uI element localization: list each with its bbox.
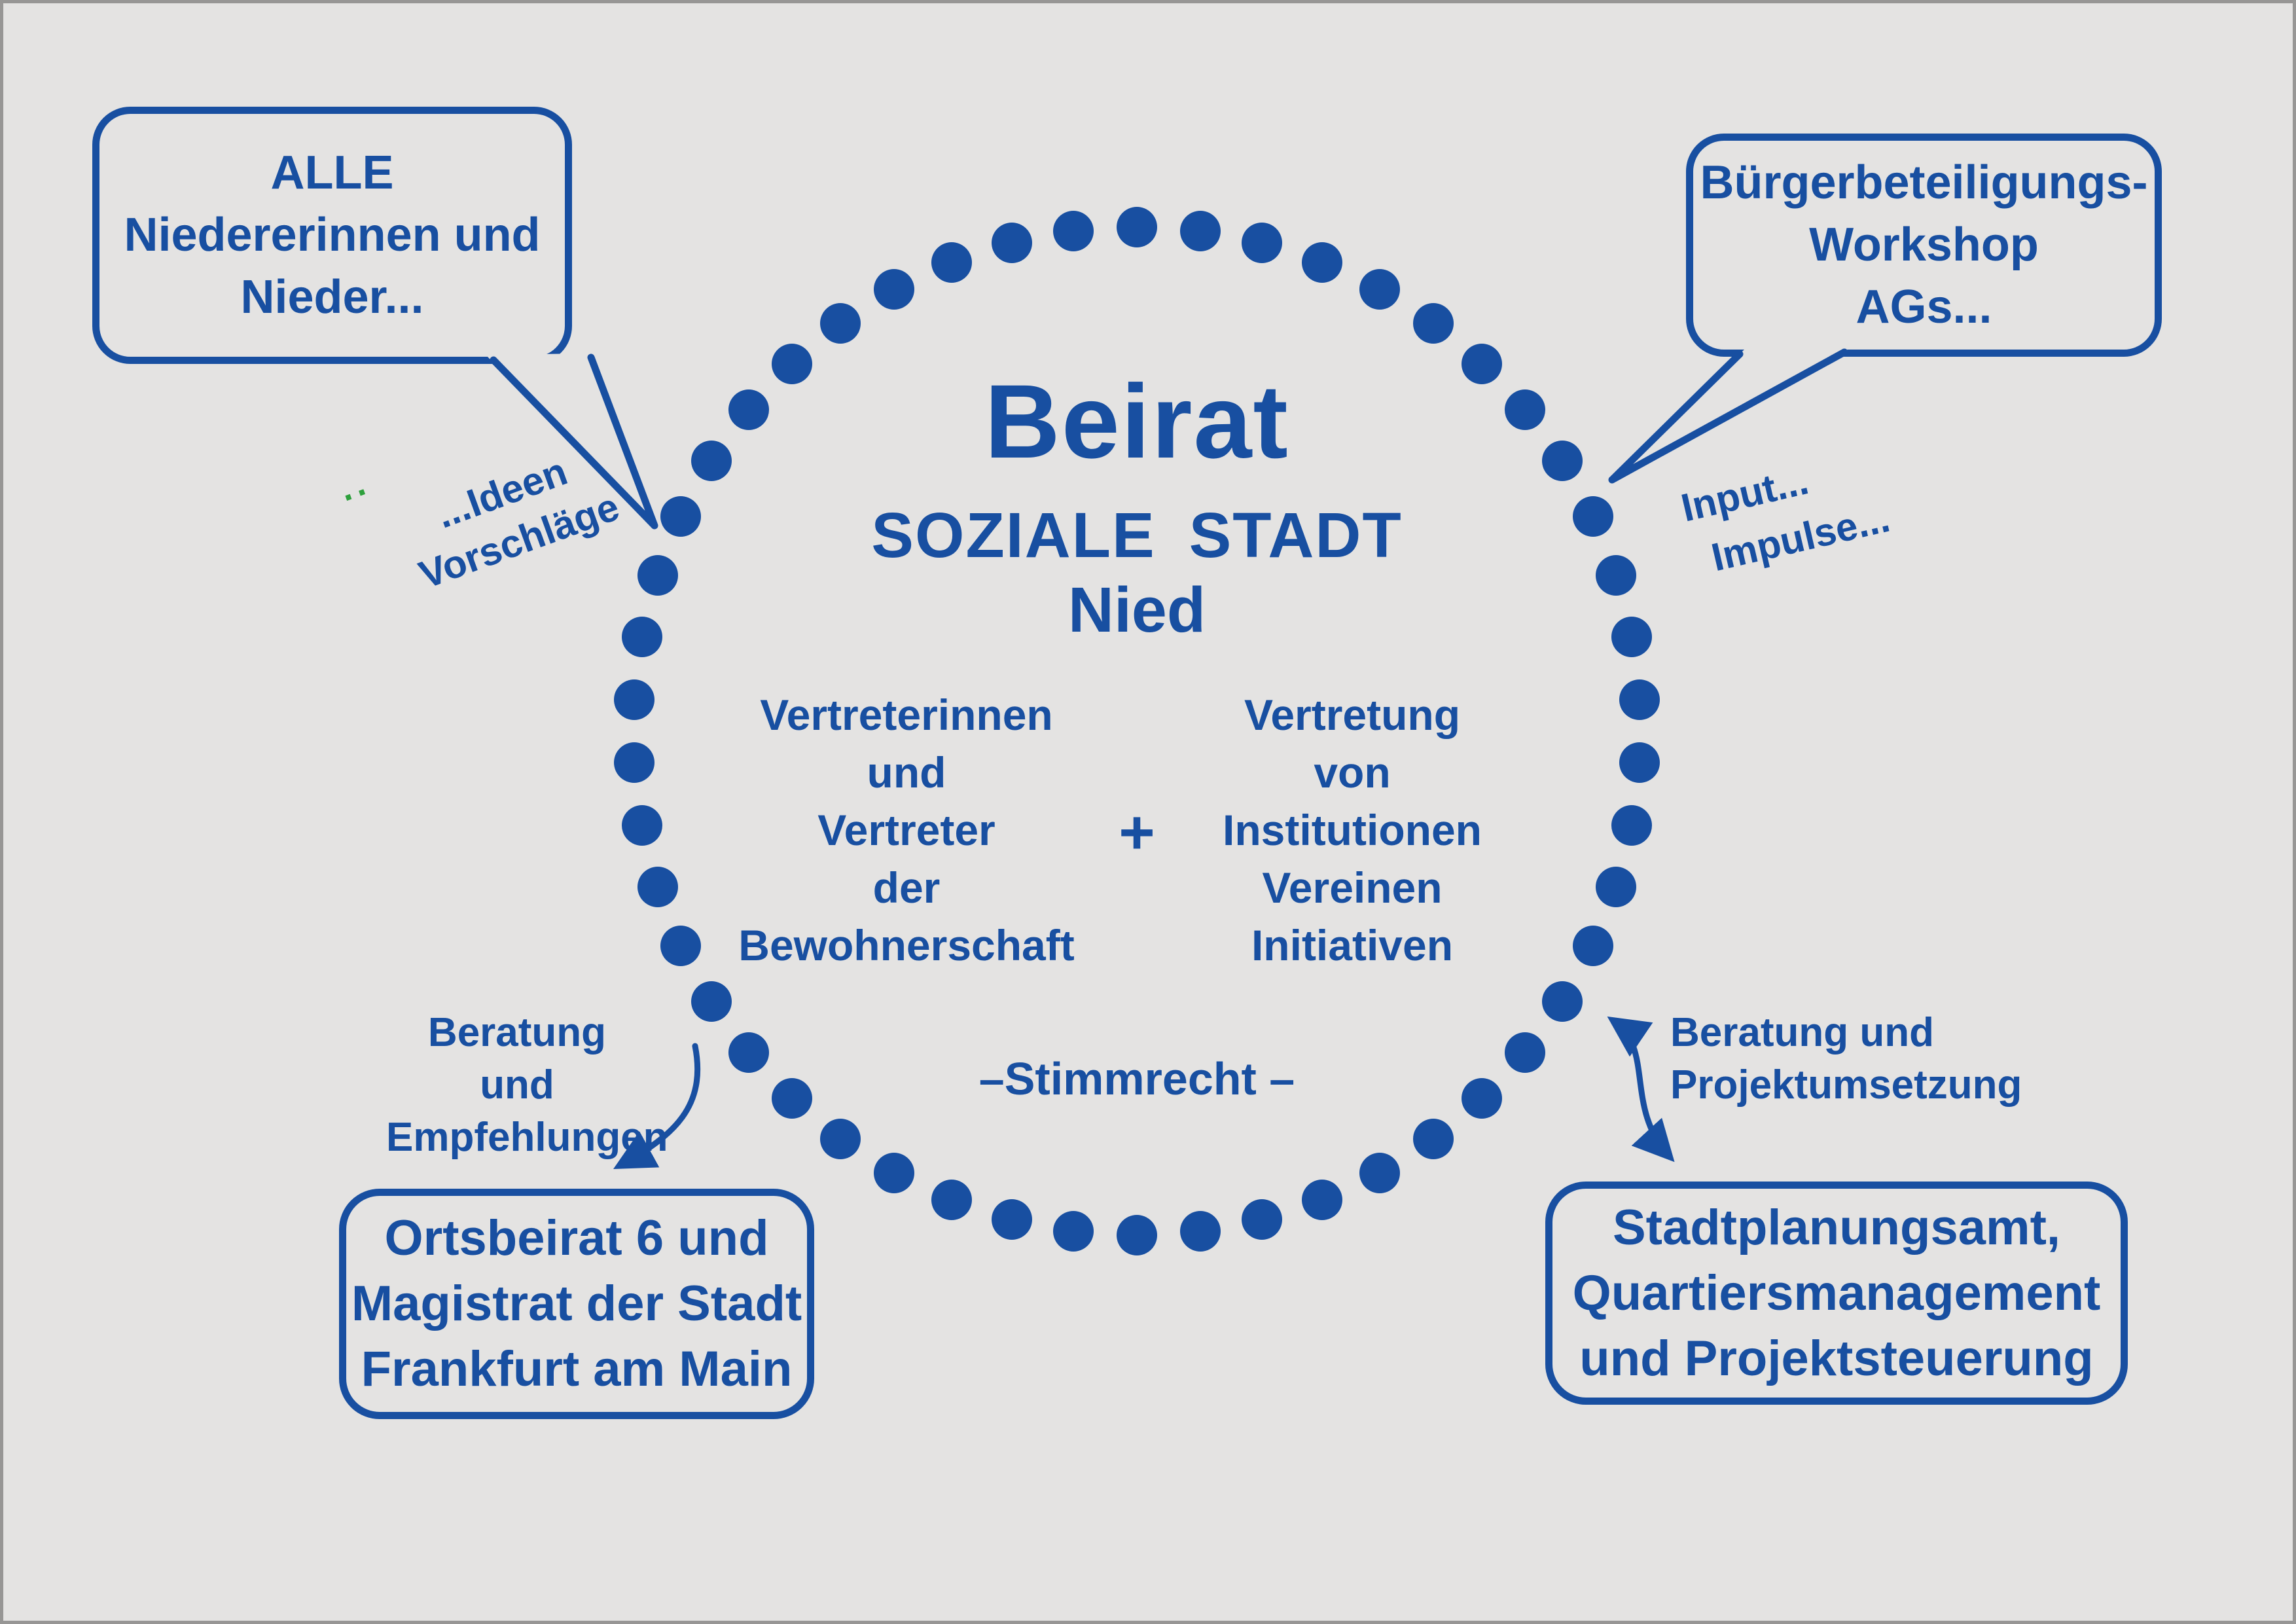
label-line: Projektumsetzung	[1670, 1062, 2022, 1108]
circle-dot	[931, 242, 972, 283]
circle-dot	[771, 343, 812, 384]
circle-dot	[1242, 1199, 1283, 1240]
circle-dot	[621, 616, 662, 657]
institutions-column: Vertretung von Institutionen Vereinen In…	[1156, 686, 1549, 974]
circle-dot	[691, 981, 732, 1022]
circle-dot	[771, 1078, 812, 1119]
circle-dot	[637, 866, 678, 907]
nied-subtitle: Nied	[1067, 574, 1206, 645]
circle-dot	[1611, 616, 1653, 657]
circle-dot	[820, 303, 861, 344]
circle-dot	[1596, 866, 1637, 907]
circle-dot	[1596, 555, 1637, 596]
circle-dot	[874, 1152, 915, 1193]
circle-dot	[728, 1032, 769, 1073]
institutions-column-line: Institutionen	[1223, 806, 1482, 854]
circle-dot	[1619, 679, 1660, 720]
circle-dot	[637, 555, 678, 596]
circle-dot	[991, 223, 1032, 264]
residents-column-line: Vertreter	[817, 806, 996, 854]
box-line: Magistrat der Stadt	[351, 1276, 802, 1331]
circle-dot	[1572, 496, 1613, 537]
box-line: Quartiersmanagement	[1572, 1265, 2101, 1321]
circle-dot	[1053, 1210, 1094, 1252]
circle-dot	[1242, 223, 1283, 264]
residents-column: Vertreterinnen und Vertreter der Bewohne…	[710, 686, 1103, 974]
beratung-empfehlungen-label: Beratung und Empfehlungen	[386, 1007, 668, 1164]
circle-dot	[1619, 742, 1660, 784]
circle-dot	[660, 925, 702, 966]
circle-dot	[1302, 1179, 1343, 1220]
circle-dot	[1412, 1118, 1454, 1159]
circle-dot	[1572, 925, 1613, 966]
circle-dot	[1359, 1152, 1400, 1193]
residents-column-line: Bewohnerschaft	[738, 921, 1075, 969]
circle-dot	[660, 496, 702, 537]
bubble-line: Bürgerbeteiligungs-	[1700, 156, 2148, 209]
circle-dot	[1462, 1078, 1503, 1119]
residents-column-line: der	[872, 863, 941, 912]
ortsbeirat-box: Ortsbeirat 6 und Magistrat der Stadt Fra…	[339, 1189, 814, 1419]
circle-dot	[691, 441, 732, 482]
label-line: Beratung und	[427, 1010, 607, 1108]
institutions-column-line: Vereinen	[1262, 863, 1443, 912]
institutions-column-line: Initiativen	[1251, 921, 1454, 969]
stadtplanungsamt-box: Stadtplanungsamt, Quartiersmanagement un…	[1545, 1182, 2128, 1405]
residents-column-line: Vertreterinnen	[760, 691, 1053, 739]
plus-sign: +	[1119, 798, 1155, 867]
institutions-column-line: Vertretung	[1244, 691, 1461, 739]
circle-dot	[1117, 1215, 1157, 1255]
circle-dot	[991, 1199, 1032, 1240]
residents-column-line: und	[867, 748, 946, 797]
circle-dot	[1179, 1210, 1221, 1252]
circle-dot	[1412, 303, 1454, 344]
circle-dot	[931, 1179, 972, 1220]
speech-bubble-all-residents: ALLE Niedererinnen und Nieder...	[92, 107, 572, 364]
circle-dot	[1179, 211, 1221, 252]
bubble-line: Nieder...	[240, 271, 424, 323]
label-line: Empfehlungen	[386, 1115, 668, 1160]
circle-dot	[1462, 343, 1503, 384]
circle-dot	[613, 679, 655, 720]
circle-dot	[1505, 389, 1546, 431]
circle-dot	[1359, 269, 1400, 310]
circle-dot	[728, 389, 769, 431]
bubble-line: Workshop	[1809, 219, 2039, 271]
circle-dot	[1302, 242, 1343, 283]
box-line: Frankfurt am Main	[361, 1341, 793, 1397]
voting-rights-label: –Stimmrecht –	[978, 1053, 1295, 1104]
box-line: Stadtplanungsamt,	[1612, 1199, 2061, 1255]
circle-dot	[1117, 207, 1157, 247]
bubble-line: AGs...	[1856, 281, 1992, 333]
circle-dot	[1505, 1032, 1546, 1073]
speech-bubble-buergerbeteiligung: Bürgerbeteiligungs- Workshop AGs...	[1686, 134, 2162, 357]
circle-dot	[1542, 981, 1583, 1022]
circle-dot	[820, 1118, 861, 1159]
circle-dot	[1053, 211, 1094, 252]
box-line: und Projektsteuerung	[1579, 1330, 2094, 1386]
box-line: Ortsbeirat 6 und	[384, 1210, 769, 1266]
circle-dot	[1611, 805, 1653, 846]
circle-dot	[621, 805, 662, 846]
beirat-title: Beirat	[984, 363, 1289, 480]
label-line: Beratung und	[1670, 1010, 1934, 1055]
bubble-line: Niedererinnen und	[124, 209, 541, 261]
beratung-projektumsetzung-label: Beratung und Projektumsetzung	[1670, 1007, 2037, 1111]
circle-dot	[613, 742, 655, 784]
circle-dot	[874, 269, 915, 310]
bubble-line: ALLE	[270, 147, 394, 199]
institutions-column-line: von	[1314, 748, 1391, 797]
soziale-stadt-subtitle: SOZIALE STADT	[871, 499, 1403, 571]
circle-dot	[1542, 441, 1583, 482]
